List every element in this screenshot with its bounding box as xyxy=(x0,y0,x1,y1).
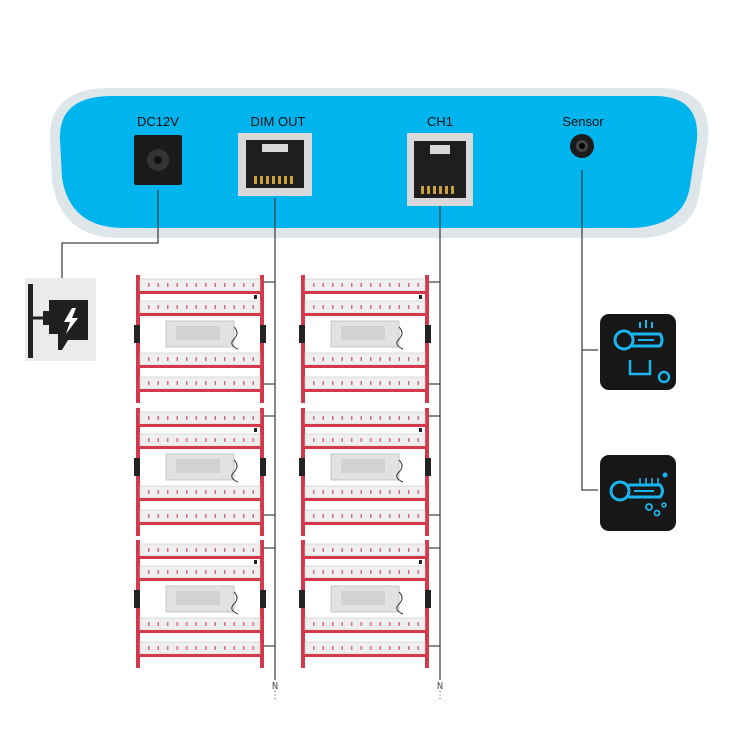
power-adapter-icon xyxy=(25,278,96,361)
light-fixture-1 xyxy=(134,275,266,403)
chain-continuation-left: N⋮ xyxy=(270,681,280,701)
dc12v-port xyxy=(134,135,182,185)
light-fixture-5 xyxy=(134,540,266,668)
sensor-wire xyxy=(581,170,598,491)
light-fixture-4 xyxy=(299,408,431,536)
ch1-label: CH1 xyxy=(426,114,453,129)
dc12v-label: DC12V xyxy=(137,114,179,129)
chain-marker-right: N xyxy=(436,681,444,692)
dim-out-label: DIM OUT xyxy=(250,114,306,129)
light-fixture-6 xyxy=(299,540,431,668)
light-fixture-2 xyxy=(299,275,431,403)
sensor-label: Sensor xyxy=(562,114,604,129)
chain-marker-left: N xyxy=(271,681,279,692)
temperature-humidity-sensor-icon xyxy=(600,455,676,531)
controller-unit xyxy=(49,88,709,238)
sensor-port xyxy=(570,134,594,158)
temperature-sensor-icon xyxy=(600,314,676,390)
ch1-port xyxy=(407,133,473,206)
light-fixture-grid xyxy=(134,275,431,668)
chain-continuation-right: N⋮ xyxy=(435,681,445,701)
dim-out-port xyxy=(238,133,312,196)
light-fixture-3 xyxy=(134,408,266,536)
power-wire xyxy=(61,190,159,278)
wiring xyxy=(61,170,598,680)
